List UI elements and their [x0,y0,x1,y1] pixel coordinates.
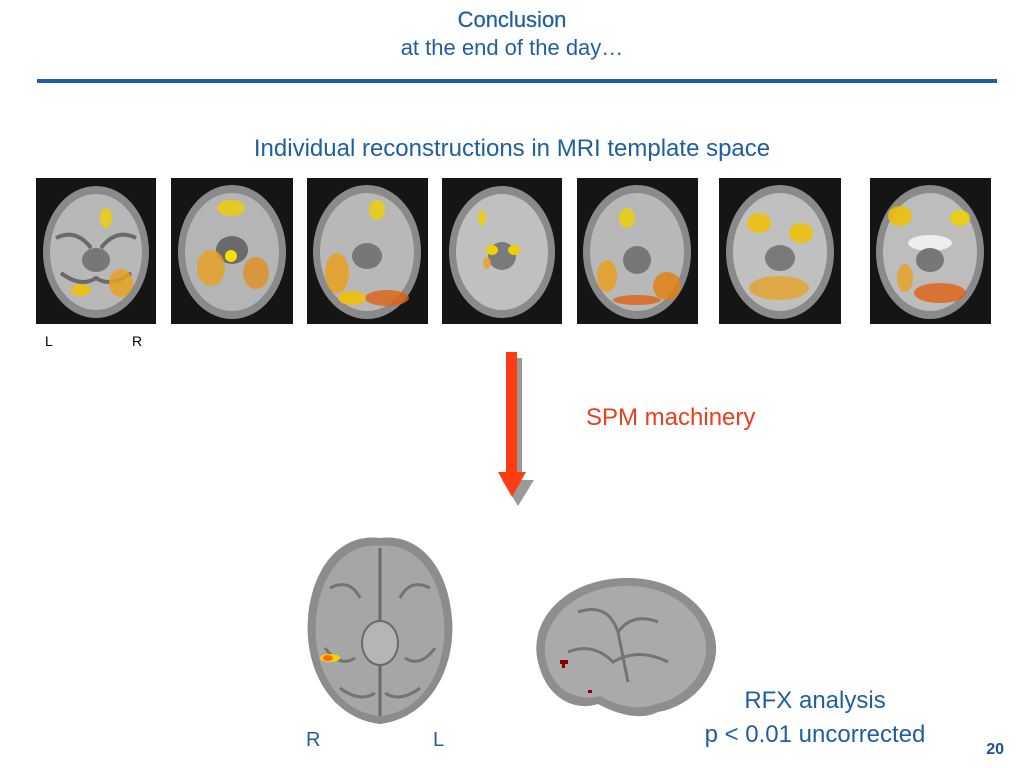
rfx-caption: RFX analysis p < 0.01 uncorrected [660,684,970,752]
slide-header: Conclusion at the end of the day… [0,6,1024,62]
brain-lateral-render [518,572,722,729]
spm-label: SPM machinery [586,404,756,431]
page-number: 20 [986,741,1004,758]
down-arrow-icon [498,352,538,515]
mri-slice-4 [442,178,562,324]
mri-slice-7 [870,178,991,324]
mri-slice-2 [171,178,293,324]
slide-title: Conclusion [457,7,567,32]
mri-slice-1 [36,178,156,324]
rfx-analysis-label: RFX analysis [744,687,886,714]
slice-right-label: R [132,333,143,349]
bottom-right-hemisphere-label: R [306,729,321,751]
bottom-left-hemisphere-label: L [433,729,445,751]
mri-slice-3 [307,178,428,324]
slide-subtitle: at the end of the day… [400,35,624,60]
section-title: Individual reconstructions in MRI templa… [253,135,771,162]
slice-left-label: L [45,333,53,349]
brain-ventral-render [300,528,460,733]
header-divider [37,79,997,83]
rfx-threshold-label: p < 0.01 uncorrected [704,721,926,748]
mri-slice-6 [719,178,841,324]
mri-slice-5 [577,178,698,324]
